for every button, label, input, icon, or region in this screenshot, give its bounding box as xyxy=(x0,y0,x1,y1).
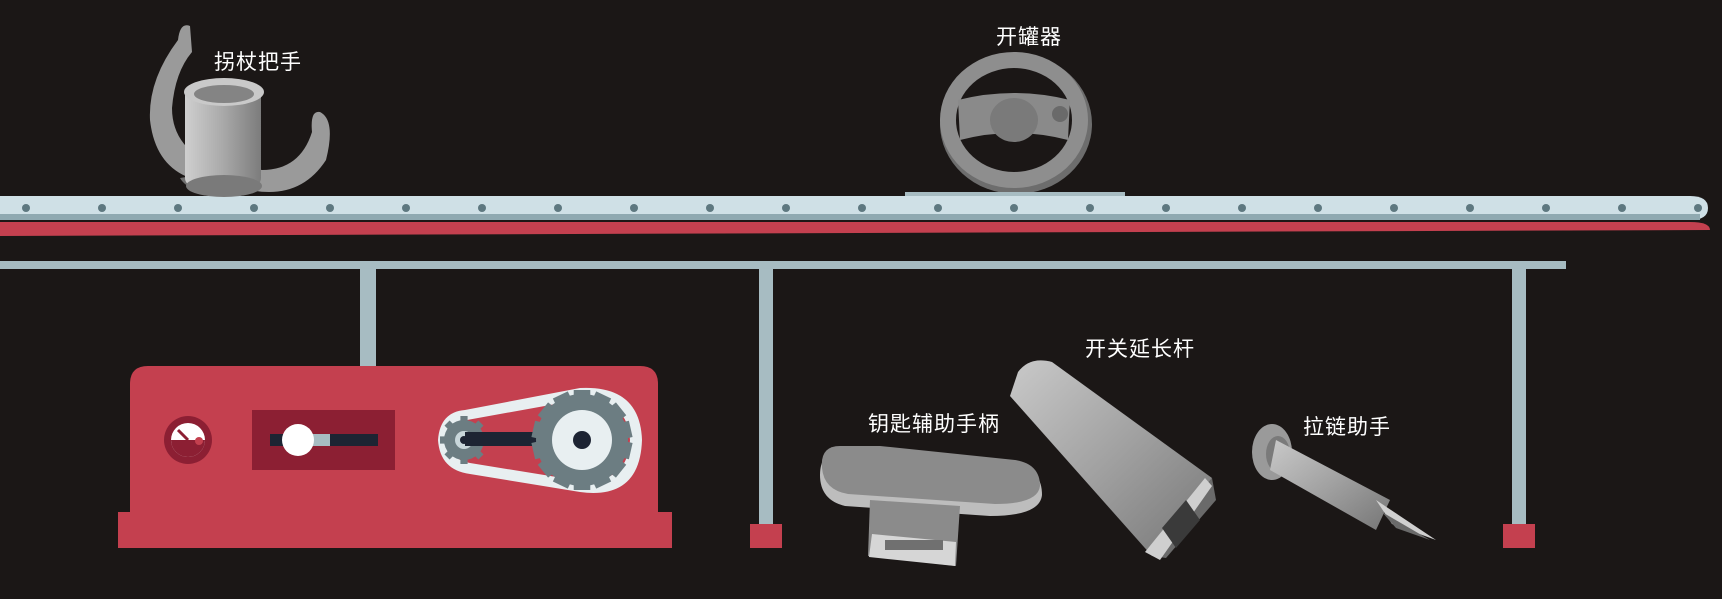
can-opener-object xyxy=(905,52,1125,196)
belt-red-base xyxy=(0,222,1710,236)
belt-rivet xyxy=(402,204,410,212)
frame-post-left xyxy=(360,269,376,369)
belt-rivet xyxy=(174,204,182,212)
belt-rivet xyxy=(98,204,106,212)
belt-rivet xyxy=(1542,204,1550,212)
belt-rivet xyxy=(630,204,638,212)
belt-rivet xyxy=(1390,204,1398,212)
belt-rivet xyxy=(1086,204,1094,212)
support-frame xyxy=(0,261,1566,548)
zipper-helper-object xyxy=(1252,424,1436,540)
belt-drive xyxy=(438,387,642,493)
belt-rivet xyxy=(326,204,334,212)
belt-rivet xyxy=(1238,204,1246,212)
belt-rivet xyxy=(478,204,486,212)
switch-extender-object xyxy=(1010,360,1216,560)
belt-rivets xyxy=(22,204,1702,212)
frame-post-right xyxy=(1512,269,1526,527)
belt-rivet xyxy=(1010,204,1018,212)
large-gear-icon xyxy=(531,390,633,490)
belt-rivet xyxy=(706,204,714,212)
belt-rivet xyxy=(1694,204,1702,212)
frame-foot-middle xyxy=(750,524,782,548)
label-key-holder: 钥匙辅助手柄 xyxy=(868,412,1000,436)
belt-rivet xyxy=(1466,204,1474,212)
belt-shadow xyxy=(0,214,1700,220)
frame-post-middle xyxy=(759,269,773,527)
belt-rivet xyxy=(858,204,866,212)
belt-rivet xyxy=(22,204,30,212)
belt-rivet xyxy=(1162,204,1170,212)
label-switch-extender: 开关延长杆 xyxy=(1085,337,1195,361)
machine-base xyxy=(118,512,672,548)
label-zipper-helper: 拉链助手 xyxy=(1303,415,1391,439)
machine xyxy=(118,366,672,548)
belt-rivet xyxy=(554,204,562,212)
belt-rivet xyxy=(1618,204,1626,212)
crutch-handle-object xyxy=(149,25,330,197)
belt-rivet xyxy=(250,204,258,212)
gauge-icon xyxy=(164,416,212,464)
small-gear-icon xyxy=(440,416,488,464)
belt-rivet xyxy=(934,204,942,212)
slider-control xyxy=(252,410,395,470)
key-holder-object xyxy=(820,446,1042,566)
frame-foot-right xyxy=(1503,524,1535,548)
frame-beam xyxy=(0,261,1566,269)
belt-rivet xyxy=(782,204,790,212)
label-can-opener: 开罐器 xyxy=(996,25,1062,49)
belt-rivet xyxy=(1314,204,1322,212)
label-crutch-handle: 拐杖把手 xyxy=(214,50,302,74)
conveyor-belt xyxy=(0,196,1710,236)
